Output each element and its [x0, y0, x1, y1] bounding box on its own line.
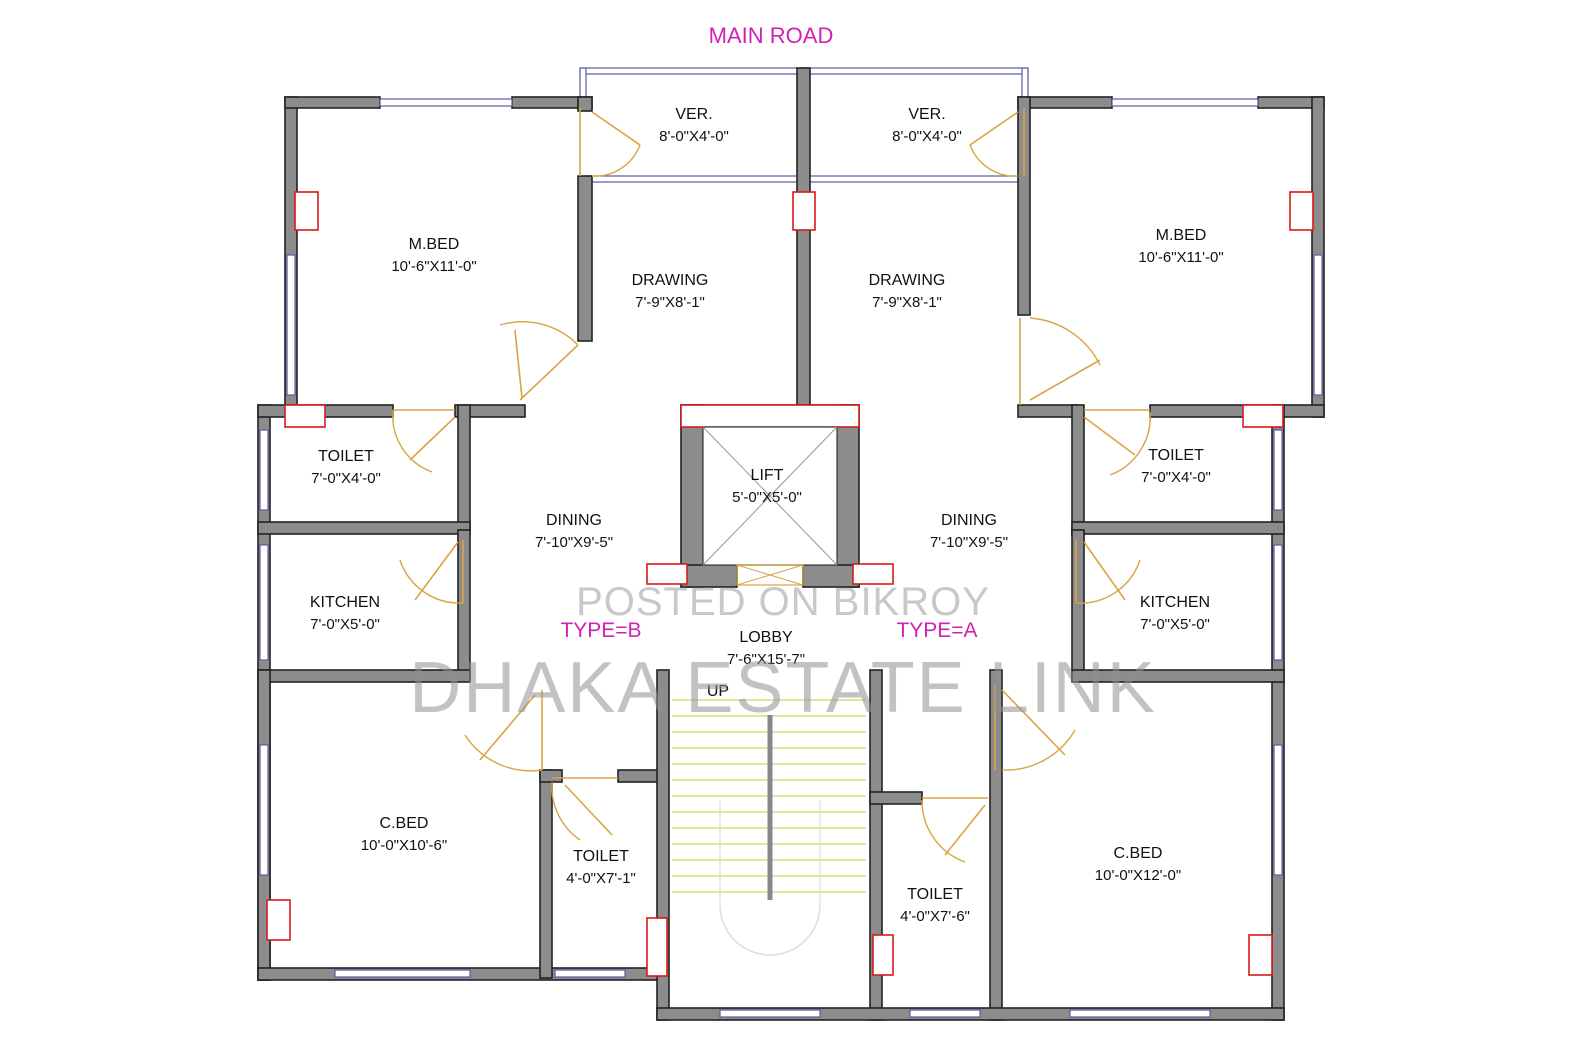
room-name: LOBBY: [739, 629, 793, 646]
unit-type-right-label: TYPE=A: [896, 619, 977, 642]
room-name: DINING: [941, 512, 997, 529]
room-name: LIFT: [751, 467, 784, 484]
room-size: 7'-6"X15'-7": [727, 651, 805, 668]
room-name: VER.: [675, 106, 712, 123]
windows: [259, 98, 1323, 1018]
room-labels: VER. 8'-0"X4'-0" VER. 8'-0"X4'-0" M.BED …: [310, 106, 1224, 925]
room-name: C.BED: [380, 815, 429, 832]
room-size: 10'-0"X10'-6": [361, 837, 447, 854]
lift-shaft: [702, 426, 838, 586]
room-name: M.BED: [1156, 227, 1207, 244]
room-name: TOILET: [1148, 447, 1204, 464]
room-name: TOILET: [318, 448, 374, 465]
watermark-line-2: DHAKA ESTATE LINK: [409, 648, 1157, 728]
unit-type-left-label: TYPE=B: [560, 619, 641, 642]
room-size: 7'-0"X5'-0": [310, 616, 380, 633]
columns: [266, 191, 1314, 977]
room-name: KITCHEN: [1140, 594, 1210, 611]
room-name: TOILET: [907, 886, 963, 903]
main-road-label: MAIN ROAD: [709, 23, 834, 48]
room-size: 4'-0"X7'-6": [900, 908, 970, 925]
room-size: 7'-0"X4'-0": [311, 470, 381, 487]
room-size: 7'-0"X5'-0": [1140, 616, 1210, 633]
stair-up-label: UP: [707, 683, 729, 700]
room-size: 7'-10"X9'-5": [930, 534, 1008, 551]
room-size: 10'-0"X12'-0": [1095, 867, 1181, 884]
room-size: 4'-0"X7'-1": [566, 870, 636, 887]
room-name: DINING: [546, 512, 602, 529]
room-size: 7'-10"X9'-5": [535, 534, 613, 551]
room-name: M.BED: [409, 236, 460, 253]
room-size: 7'-0"X4'-0": [1141, 469, 1211, 486]
room-name: C.BED: [1114, 845, 1163, 862]
doors: [392, 108, 1151, 863]
room-size: 10'-6"X11'-0": [391, 258, 476, 275]
room-size: 10'-6"X11'-0": [1138, 249, 1223, 266]
room-name: DRAWING: [869, 272, 946, 289]
staircase: [672, 699, 866, 956]
room-name: KITCHEN: [310, 594, 380, 611]
watermark-line-1: POSTED ON BIKROY: [576, 580, 990, 624]
room-size: 5'-0"X5'-0": [732, 489, 802, 506]
room-size: 8'-0"X4'-0": [892, 128, 962, 145]
room-size: 8'-0"X4'-0": [659, 128, 729, 145]
room-name: DRAWING: [632, 272, 709, 289]
room-size: 7'-9"X8'-1": [872, 294, 942, 311]
room-name: VER.: [908, 106, 945, 123]
room-name: TOILET: [573, 848, 629, 865]
room-size: 7'-9"X8'-1": [635, 294, 705, 311]
